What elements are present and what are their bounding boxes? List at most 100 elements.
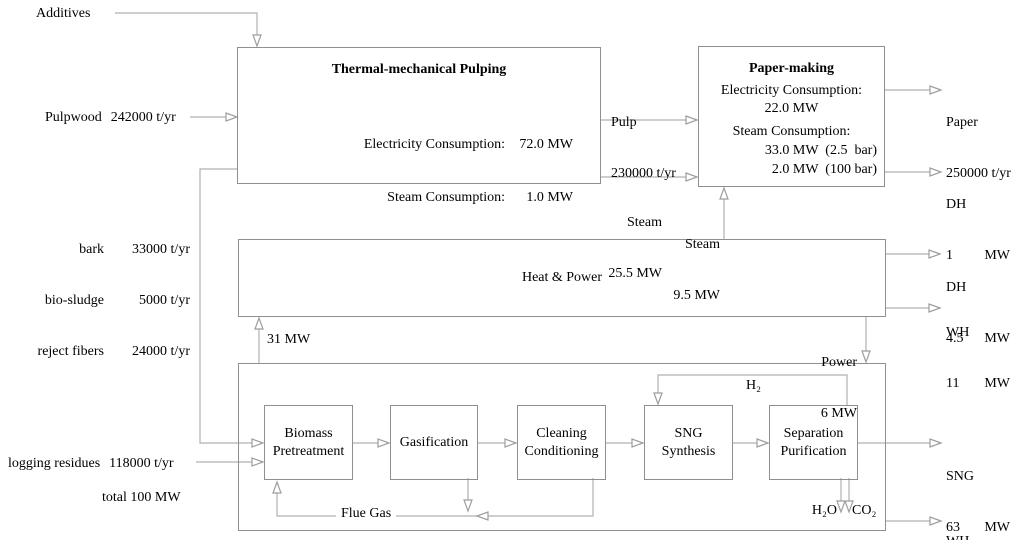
pulp-flow-label: Pulp 230000 t/yr [611,80,676,216]
h2-label: H₂ [746,378,761,393]
gasification-box: Gasification [390,405,478,480]
paper-out-line [885,85,943,95]
pulp-name: Pulp [611,115,637,130]
biomass-pretreatment-box: Biomass Pretreatment [264,405,353,480]
output-sng: SNG 63 MW [946,434,1010,540]
sng-plant-box [238,363,886,531]
pulpwood-label: Pulpwood 242000 t/yr [45,109,176,126]
output-dh1-title: DH [946,197,967,212]
steam-95-name: Steam [685,237,720,252]
sng-synthesis-box: SNG Synthesis [644,405,733,480]
output-paper: Paper 250000 t/yr [946,80,1011,216]
pm-steam-value-1: 33.0 MW (2.5 bar) [764,143,877,158]
output-sng-amount: 63 [946,520,960,535]
mw31-label: 31 MW [267,332,311,347]
cleaning-conditioning-box: Cleaning Conditioning [517,405,606,480]
sng-synthesis-label: SNG Synthesis [661,426,716,459]
output-wh11-amount: 11 [946,376,960,391]
separation-purification-box: Separation Purification [769,405,858,480]
flue-gas-line [272,478,594,521]
pm-electricity-value: 22.0 MW [764,101,819,116]
co2-line [844,478,854,514]
tmp-electricity-row: Electricity Consumption: 72.0 MW [243,136,573,155]
tmp-residues-table: bark 33000 t/yr bio-sludge 5000 t/yr rej… [30,207,190,394]
paper-making-title: Paper-making [748,61,835,76]
power-flow-label: Power 6 MW [794,320,857,456]
flue-gas-label: Flue Gas [336,505,397,522]
dh1-out-line [885,167,943,177]
output-dh45-title: DH [946,280,967,295]
tmp-steam-value: 1.0 MW [526,189,573,205]
logging-residues-value: 118000 t/yr [109,456,174,471]
output-paper-title: Paper [946,115,978,130]
gasification-label: Gasification [399,434,469,450]
residue-value: 5000 t/yr [139,293,190,308]
output-dh45-unit: MW [984,331,1010,346]
steam-95-label: Steam 9.5 MW [656,202,720,338]
steam-25-name: Steam [627,215,662,230]
tmp-electricity-value: 72.0 MW [519,137,573,152]
logging-residues-name: logging residues [8,456,101,471]
residue-value: 33000 t/yr [132,242,190,257]
residue-row: reject fibers 24000 t/yr [30,343,190,360]
residue-name: bio-sludge [44,293,104,308]
additives-line [115,12,262,48]
residue-value: 24000 t/yr [132,344,190,359]
output-wh11-unit: MW [984,376,1010,391]
pm-electricity-label: Electricity Consumption: [720,83,863,98]
total-capacity-label: total 100 MW [102,490,181,505]
residue-row: bark 33000 t/yr [30,241,190,258]
additives-label: Additives [36,6,91,21]
logging-residues-label: logging residues 118000 t/yr [8,455,174,472]
pulpwood-value: 242000 t/yr [110,110,176,125]
power-name: Power [821,355,857,370]
sng-out-line [858,438,943,448]
steam-25-line [601,172,699,182]
co2-label: CO₂ [852,503,877,518]
output-wh6-title: WH [946,533,1010,540]
power-line [861,317,871,364]
cleaning-conditioning-label: Cleaning Conditioning [524,426,599,459]
output-wh11: WH 11 MW [946,290,1010,426]
output-paper-amount: 250000 t/yr [946,166,1011,181]
steam-25-label: Steam 25.5 MW [598,180,662,316]
output-dh1-unit: MW [984,248,1010,263]
separation-purification-label: Separation Purification [780,426,847,459]
h2o-line [836,478,846,514]
steam-95-line [719,186,729,239]
output-dh45: DH 4.5 MW [946,245,1010,381]
output-sng-unit: MW [984,520,1010,535]
wh6-out-line [886,516,943,526]
steam-95-value: 9.5 MW [673,288,720,303]
power-value: 6 MW [820,406,857,421]
dh45-out-line [886,249,942,259]
pm-steam-label: Steam Consumption: [732,124,851,139]
residue-row: bio-sludge 5000 t/yr [30,292,190,309]
steam-25-value: 25.5 MW [608,266,662,281]
unit-link-lines [353,438,770,448]
residue-name: reject fibers [37,344,104,359]
h2o-label: H₂O [811,503,837,518]
tmp-residues-line [199,168,265,448]
mw31-line [254,316,264,363]
wh11-out-line [886,303,942,313]
output-dh45-amount: 4.5 [946,331,964,346]
heat-power-box: Heat & Power [238,239,886,317]
tmp-electricity-label: Electricity Consumption: [363,137,505,152]
pulp-value: 230000 t/yr [611,166,676,181]
pulpwood-line [190,112,239,122]
pulpwood-name: Pulpwood [45,110,102,125]
pulp-line [601,115,699,125]
thermal-mechanical-pulping-box: Thermal-mechanical Pulping Electricity C… [237,47,601,205]
tmp-steam-label: Steam Consumption: [387,189,505,205]
tmp-title: Thermal-mechanical Pulping [331,62,507,77]
paper-making-box: Paper-making Electricity Consumption: 22… [698,46,885,187]
tmp-steam-row: Steam Consumption: 1.0 MW [243,189,573,208]
biomass-pretreatment-label: Biomass Pretreatment [272,426,345,459]
output-wh11-title: WH [946,325,970,340]
residue-name: bark [79,242,104,257]
output-dh1: DH 1 MW [946,162,1010,298]
output-wh6: WH 6 MW [946,499,1010,540]
